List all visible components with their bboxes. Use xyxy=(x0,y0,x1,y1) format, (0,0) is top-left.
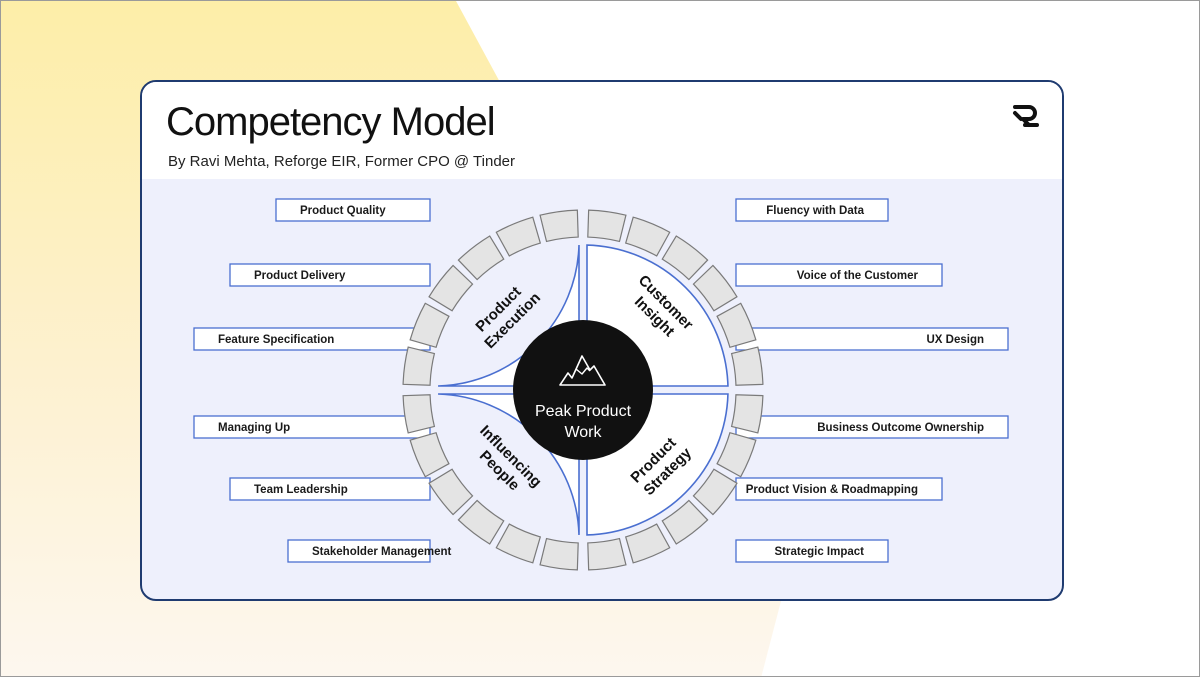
card-header: Competency Model By Ravi Mehta, Reforge … xyxy=(142,82,1062,179)
ring-segment-12 xyxy=(402,346,436,386)
ring-segment-18 xyxy=(539,537,579,571)
ring-segment-15 xyxy=(428,468,474,516)
center-label-line1: Peak Product xyxy=(535,403,632,420)
reforge-logo-icon xyxy=(1013,105,1039,127)
ring-segment-4 xyxy=(661,235,709,281)
label-box-product-vision-roadmapping xyxy=(735,477,943,501)
competency-label-ux-design: UX Design xyxy=(926,334,984,346)
page-subtitle: By Ravi Mehta, Reforge EIR, Former CPO @… xyxy=(168,153,515,170)
ring-segment-9 xyxy=(457,235,505,281)
label-box-strategic-impact xyxy=(735,539,889,563)
mountain-icon xyxy=(559,355,606,386)
ring-segment-14 xyxy=(409,431,450,478)
quadrant-label-product-execution: Product Execution xyxy=(469,277,544,352)
label-box-product-quality xyxy=(275,198,431,222)
competency-card: Competency Model By Ravi Mehta, Reforge … xyxy=(140,80,1064,601)
page-title: Competency Model xyxy=(166,100,496,144)
label-box-team-leadership xyxy=(229,477,431,501)
competency-label-feature-specification: Feature Specification xyxy=(218,334,334,346)
ring-segment-2 xyxy=(716,302,757,349)
competency-label-stakeholder-management: Stakeholder Management xyxy=(312,546,451,558)
ring-segment-19 xyxy=(587,537,627,571)
ring-segment-1 xyxy=(730,346,764,386)
ring-segment-20 xyxy=(624,523,671,564)
competency-label-product-quality: Product Quality xyxy=(300,205,386,217)
competency-label-team-leadership: Team Leadership xyxy=(254,484,348,496)
label-box-stakeholder-management xyxy=(287,539,431,563)
label-box-fluency-with-data xyxy=(735,198,889,222)
competency-label-voice-of-the-customer: Voice of the Customer xyxy=(797,270,919,282)
outer-ring xyxy=(402,209,764,571)
ring-segment-17 xyxy=(495,523,542,564)
ring-segment-5 xyxy=(624,216,671,257)
ring-segment-7 xyxy=(539,209,579,243)
ring-segment-16 xyxy=(457,499,505,545)
competency-label-managing-up: Managing Up xyxy=(218,422,290,434)
competency-label-strategic-impact: Strategic Impact xyxy=(775,546,865,558)
center-label-line2: Work xyxy=(564,424,602,441)
center-circle xyxy=(513,320,653,460)
ring-segment-8 xyxy=(495,216,542,257)
competency-label-fluency-with-data: Fluency with Data xyxy=(766,205,864,217)
ring-segment-11 xyxy=(409,302,450,349)
ring-segment-23 xyxy=(716,431,757,478)
competency-label-product-delivery: Product Delivery xyxy=(254,270,346,282)
ring-segment-3 xyxy=(692,264,738,312)
ring-segment-6 xyxy=(587,209,627,243)
competency-label-business-outcome-ownership: Business Outcome Ownership xyxy=(817,422,984,434)
ring-segment-22 xyxy=(692,468,738,516)
label-box-voice-of-the-customer xyxy=(735,263,943,287)
label-box-product-delivery xyxy=(229,263,431,287)
ring-segment-10 xyxy=(428,264,474,312)
competency-label-product-vision-roadmapping: Product Vision & Roadmapping xyxy=(746,484,918,496)
ring-segment-21 xyxy=(661,499,709,545)
ring-segment-24 xyxy=(730,394,764,434)
ring-segment-13 xyxy=(402,394,436,434)
